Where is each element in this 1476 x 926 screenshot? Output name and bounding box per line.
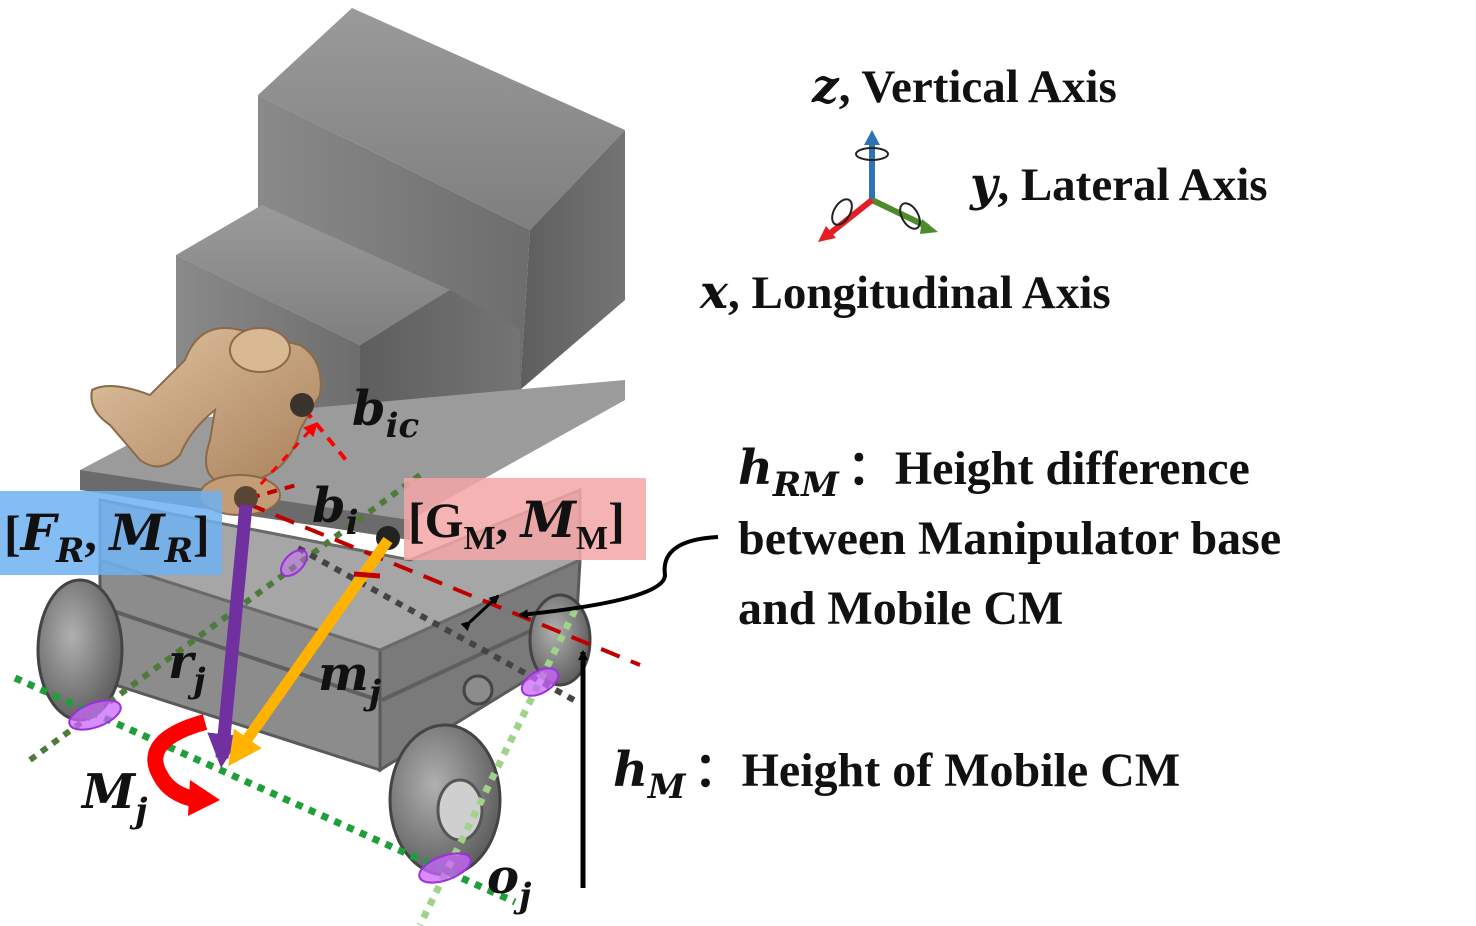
M-j-base: M <box>80 764 137 820</box>
upper-box-side <box>520 130 625 390</box>
h-m-text: Height of Mobile CM <box>742 744 1181 797</box>
fr-M: M <box>107 503 166 562</box>
point-b-i <box>234 486 258 510</box>
y-axis-text: , Lateral Axis <box>997 159 1267 211</box>
vector-r-j <box>207 504 253 768</box>
z-rotation-icon <box>855 147 889 161</box>
h-rm-line3: and Mobile CM <box>738 582 1063 635</box>
label-m-j: mj <box>318 646 382 713</box>
gm-close: ] <box>608 492 625 548</box>
support-line-right <box>416 608 579 926</box>
h-rm-heading: hRM：Height difference <box>738 440 1250 505</box>
moment-arrow-head <box>188 780 220 816</box>
contact-point <box>418 852 472 884</box>
support-line-left <box>28 472 422 763</box>
y-axis-head <box>920 219 938 234</box>
label-gm-mm: [GM, MM] <box>408 490 625 557</box>
h-m-colon: ： <box>694 744 742 797</box>
fr-F-sub: R <box>55 531 84 571</box>
h-m-base: h <box>613 742 648 798</box>
arm-joint <box>229 327 291 373</box>
y-axis-label: y, Lateral Axis <box>969 157 1268 212</box>
contact-point <box>280 549 308 577</box>
wheel-contacts <box>68 549 560 884</box>
upper-box-top <box>258 8 625 230</box>
bi-to-bic <box>248 422 318 498</box>
gm-mm-box <box>404 478 646 560</box>
h-rm-double-arrow <box>460 594 500 632</box>
h-rm-sub: RM <box>772 465 840 505</box>
manipulator-base-line <box>245 501 641 667</box>
label-b-i: bi <box>312 478 358 543</box>
support-line-rear <box>296 545 576 703</box>
label-M-j: Mj <box>80 764 148 831</box>
vector-tick <box>353 571 381 579</box>
m-j-base: m <box>318 646 369 702</box>
bi-offset <box>249 482 301 500</box>
b-i-base: b <box>312 478 346 534</box>
contact-point <box>68 699 122 731</box>
b-i-sub: i <box>346 503 359 543</box>
h-rm-line1: Height difference <box>895 442 1250 495</box>
gm-open: [ <box>408 492 425 548</box>
x-rotation-icon <box>831 198 853 226</box>
y-rotation-icon <box>899 202 921 230</box>
gm-sep: , <box>496 492 521 548</box>
h-rm-colon: ： <box>847 442 895 495</box>
frame-bar <box>109 608 379 702</box>
b-ic-base: b <box>352 381 386 437</box>
h-rm-line2: between Manipulator base <box>738 512 1281 565</box>
o-j-base: o <box>487 849 519 905</box>
height-reference-lines <box>245 408 641 667</box>
lower-box-top <box>176 205 450 345</box>
wheel-hub <box>436 778 484 842</box>
axis-triad <box>818 130 938 242</box>
gm-G-sub: M <box>464 520 496 557</box>
bic-bi-offset <box>303 408 352 467</box>
fr-close: ] <box>193 505 210 561</box>
label-fr-mr: [FR, MR] <box>4 503 210 571</box>
y-symbol: y <box>969 157 1000 212</box>
gm-M-sub: M <box>576 520 608 557</box>
contact-point <box>520 667 560 697</box>
fr-open: [ <box>4 505 21 561</box>
caster <box>462 674 494 706</box>
h-rm-base: h <box>738 440 773 496</box>
moment-arrow <box>147 714 208 808</box>
point-b-ic <box>290 393 314 417</box>
fr-M-sub: R <box>164 531 193 571</box>
gm-G: G <box>425 492 464 548</box>
label-o-j: oj <box>487 849 532 916</box>
z-symbol: z <box>811 59 840 114</box>
support-polygon <box>13 472 579 926</box>
b-ic-sub: ic <box>386 406 420 446</box>
h-rm-leader <box>518 535 719 620</box>
h-m-sub: M <box>647 767 687 807</box>
z-axis-label: z, Vertical Axis <box>811 59 1117 114</box>
fr-F: F <box>19 503 60 562</box>
z-axis-head <box>864 130 880 145</box>
z-axis-text: , Vertical Axis <box>839 61 1117 113</box>
x-axis-text: , Longitudinal Axis <box>728 267 1111 319</box>
x-axis-head <box>818 226 836 242</box>
x-axis-arrow <box>826 197 874 238</box>
fr-sep: , <box>84 505 109 561</box>
fr-mr-box <box>0 491 222 575</box>
x-symbol: x <box>699 265 729 320</box>
label-b-ic: bic <box>352 381 419 446</box>
r-j-base: r <box>168 634 197 690</box>
h-m-label: hM：Height of Mobile CM <box>613 742 1180 807</box>
gm-M: M <box>519 490 578 549</box>
x-axis-label: x, Longitudinal Axis <box>699 265 1111 320</box>
